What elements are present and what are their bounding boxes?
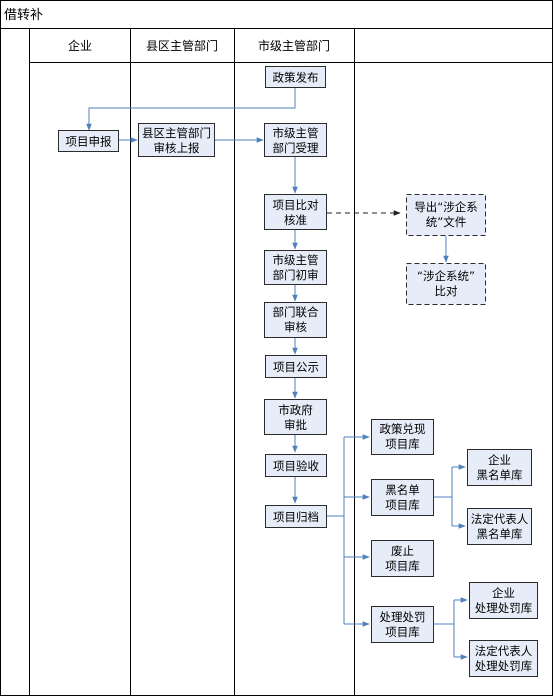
node-joint-review-line-1: 部门联合 — [273, 305, 319, 319]
node-abolish-db-line-2: 项目库 — [385, 559, 420, 573]
connectors — [86, 87, 468, 660]
node-gov-approval-line-2: 审批 — [284, 418, 307, 432]
diagram-title: 借转补 — [4, 8, 43, 23]
node-system-compare-line-2: 比对 — [435, 284, 458, 298]
node-penalty-db-line-2: 项目库 — [385, 625, 420, 639]
node-county-review-line-1: 县区主管部门 — [142, 126, 211, 140]
node-policy-fulfill-db-line-2: 项目库 — [385, 437, 420, 451]
lane-header-city: 市级主管部门 — [258, 38, 330, 53]
node-city-first-review-line-2: 部门初审 — [273, 268, 319, 282]
node-enterprise-blacklist-line-1: 企业 — [488, 453, 511, 467]
lane-header-enterprise: 企业 — [68, 38, 92, 53]
node-policy-release: 政策发布 — [265, 66, 326, 88]
node-enterprise-penalty-line-2: 处理处罚库 — [475, 601, 533, 615]
node-legal-rep-blacklist: 法定代表人 黑名单库 — [467, 508, 532, 545]
node-project-compare-line-2: 核准 — [284, 213, 307, 227]
node-gov-approval: 市政府 审批 — [264, 399, 327, 435]
node-blacklist-db-line-2: 项目库 — [385, 498, 420, 512]
node-project-compare-line-1: 项目比对 — [273, 198, 319, 212]
node-county-review-line-2: 审核上报 — [154, 141, 200, 155]
node-project-apply: 项目申报 — [58, 130, 119, 152]
node-city-first-review-line-1: 市级主管 — [273, 253, 319, 267]
node-city-accept-line-1: 市级主管 — [273, 126, 319, 140]
node-legal-rep-blacklist-line-1: 法定代表人 — [471, 512, 529, 526]
node-project-compare: 项目比对 核准 — [264, 194, 327, 230]
node-abolish-db: 废止 项目库 — [371, 540, 434, 577]
node-legal-rep-penalty: 法定代表人 处理处罚库 — [469, 640, 538, 677]
node-abolish-db-line-1: 废止 — [391, 544, 414, 558]
node-project-publicity: 项目公示 — [265, 355, 327, 378]
node-blacklist-db-line-1: 黑名单 — [385, 483, 420, 497]
node-legal-rep-blacklist-line-2: 黑名单库 — [477, 527, 523, 541]
node-legal-rep-penalty-line-1: 法定代表人 — [475, 644, 533, 658]
node-project-acceptance-line-1: 项目验收 — [273, 459, 319, 473]
node-export-file-line-1: 导出“涉企系 — [414, 200, 477, 214]
node-project-archive-line-1: 项目归档 — [273, 510, 319, 524]
node-policy-fulfill-db-line-1: 政策兑现 — [380, 422, 426, 436]
node-city-accept: 市级主管 部门受理 — [264, 123, 327, 157]
node-blacklist-db: 黑名单 项目库 — [371, 479, 434, 516]
node-penalty-db: 处理处罚 项目库 — [371, 606, 434, 643]
node-enterprise-penalty-line-1: 企业 — [492, 586, 515, 600]
node-city-first-review: 市级主管 部门初审 — [264, 250, 327, 285]
node-project-archive: 项目归档 — [265, 505, 327, 528]
node-project-publicity-line-1: 项目公示 — [273, 360, 319, 374]
node-enterprise-blacklist: 企业 黑名单库 — [467, 449, 532, 486]
node-policy-release-line-1: 政策发布 — [273, 71, 319, 85]
node-system-compare-line-1: “涉企系统” — [417, 269, 475, 283]
node-penalty-db-line-1: 处理处罚 — [380, 610, 426, 624]
node-export-file: 导出“涉企系 统”文件 — [406, 194, 486, 236]
node-project-acceptance: 项目验收 — [265, 454, 327, 477]
node-city-accept-line-2: 部门受理 — [273, 141, 319, 155]
node-system-compare: “涉企系统” 比对 — [406, 263, 486, 305]
node-enterprise-penalty: 企业 处理处罚库 — [469, 582, 538, 619]
node-project-apply-line-1: 项目申报 — [66, 135, 112, 149]
node-joint-review: 部门联合 审核 — [264, 302, 327, 338]
node-policy-fulfill-db: 政策兑现 项目库 — [371, 419, 434, 455]
node-joint-review-line-2: 审核 — [284, 320, 307, 334]
swimlanes: 企业 县区主管部门 市级主管部门 — [29, 28, 553, 696]
node-enterprise-blacklist-line-2: 黑名单库 — [477, 468, 523, 482]
node-county-review: 县区主管部门 审核上报 — [138, 123, 215, 157]
lane-header-county: 县区主管部门 — [146, 38, 218, 53]
node-gov-approval-line-1: 市政府 — [278, 403, 313, 417]
arrow-policy-to-apply — [86, 87, 296, 131]
node-legal-rep-penalty-line-2: 处理处罚库 — [475, 659, 533, 673]
node-export-file-line-2: 统”文件 — [426, 215, 466, 229]
